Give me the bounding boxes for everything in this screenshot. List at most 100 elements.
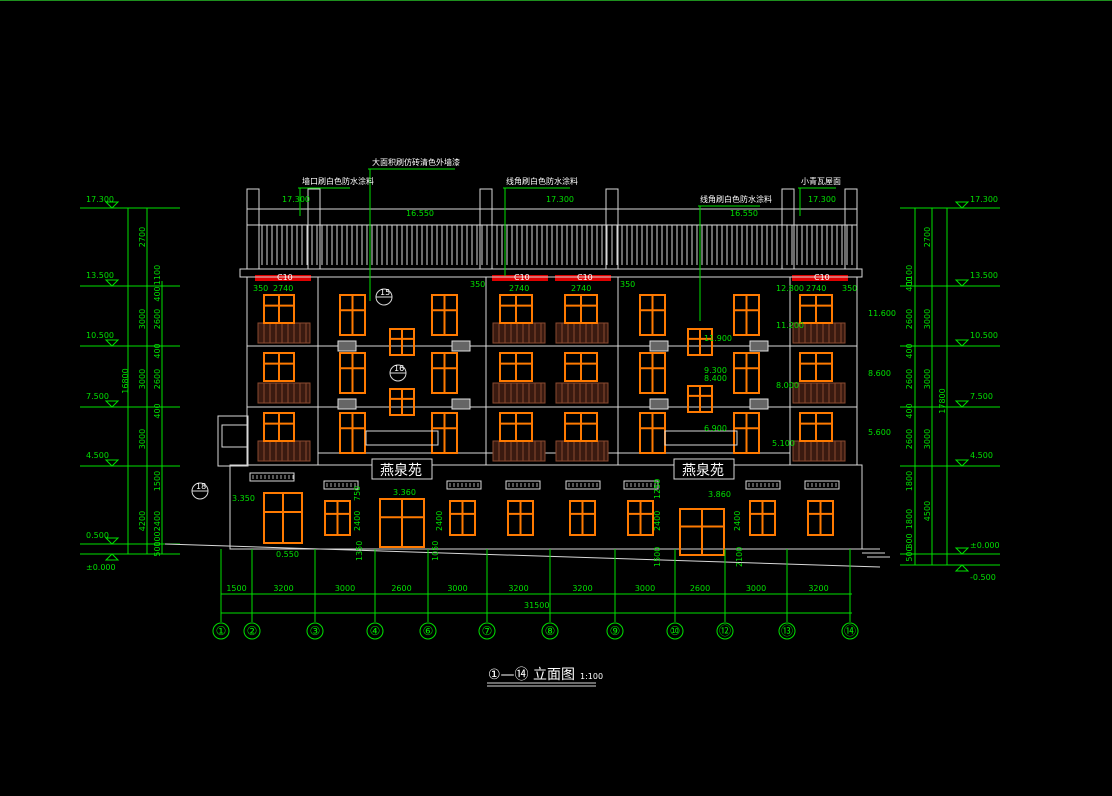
balconies [257, 322, 846, 462]
vertical-dim: 1100 [153, 265, 162, 285]
balcony-rail [257, 382, 311, 404]
section-mark-3: 18 [196, 482, 206, 491]
tag-c10-1: C10 [277, 273, 293, 282]
roof-level-1: 17.300 [282, 195, 310, 204]
axis-label: ⑨ [610, 624, 621, 638]
mid-level-9: 3.860 [708, 490, 731, 499]
door-dim-1: 2400 [353, 511, 362, 531]
red-bands [255, 275, 848, 281]
vertical-dim: 500 [153, 541, 162, 556]
awning [623, 480, 659, 490]
door [263, 492, 303, 544]
upper-wall [246, 276, 858, 466]
ground-window [449, 500, 476, 536]
axis-label: ⑥ [423, 624, 434, 638]
ac-unit [749, 398, 769, 410]
axis-bubble [778, 622, 796, 640]
bay-window [263, 412, 295, 442]
awning [323, 480, 359, 490]
bay-window [799, 352, 833, 382]
right-level-markers [954, 201, 970, 572]
vertical-dim: 2600 [905, 429, 914, 449]
right-elev-5: 4.500 [970, 451, 993, 460]
ac-unit [749, 340, 769, 352]
roof-level-2: 16.550 [406, 209, 434, 218]
door-dim-5: 750 [353, 486, 362, 501]
balcony-rail [257, 440, 311, 462]
right-elev-2: 13.500 [970, 271, 998, 280]
door-dim-2: 2400 [435, 511, 444, 531]
awning [505, 480, 541, 490]
awning [249, 472, 295, 482]
vertical-dim: 1800 [905, 471, 914, 491]
bay-window [499, 294, 533, 324]
left-elev-2: 13.500 [86, 271, 114, 280]
balcony-rail [492, 322, 546, 344]
tall-window [339, 412, 366, 454]
vertical-dim: 400 [905, 403, 914, 418]
bay-dim: 3200 [508, 584, 528, 593]
signboard-right-text: 燕泉苑 [682, 462, 724, 479]
parapet-lattice [247, 224, 857, 265]
axis-label: ⑬ [781, 624, 793, 638]
mid-level-4: 12.800 [776, 284, 804, 293]
balcony-rail [492, 440, 546, 462]
small-dim-4: 350 [842, 284, 857, 293]
mid-level-8: 6.900 [704, 424, 727, 433]
tag-c10-4: C10 [814, 273, 830, 282]
ac-unit [337, 398, 357, 410]
balcony-rail [792, 382, 846, 404]
axis-bubble [478, 622, 496, 640]
vertical-dim: 400 [153, 403, 162, 418]
roof-level-4: 16.550 [730, 209, 758, 218]
axis-bubble [666, 622, 684, 640]
stair-window [687, 385, 713, 413]
axis-bubble [716, 622, 734, 640]
axis-label: ② [247, 624, 258, 638]
section-marks: 15 16 18 [191, 288, 407, 500]
balcony-rail [492, 382, 546, 404]
axis-bubble [419, 622, 437, 640]
vertical-dim: 2600 [905, 309, 914, 329]
awnings [249, 472, 840, 490]
vertical-dim: 16800 [121, 368, 130, 393]
vertical-dim: 3000 [138, 309, 147, 329]
door-dim-10: 1250 [653, 479, 662, 499]
axis-label: ⑩ [670, 624, 681, 638]
vertical-dim: 2700 [138, 227, 147, 247]
axis-label: ③ [310, 624, 321, 638]
right-elev-3: 10.500 [970, 331, 998, 340]
door-dim-3: 2400 [653, 511, 662, 531]
axis-label: ⑫ [719, 624, 731, 638]
win-width-1: 2740 [273, 284, 293, 293]
tall-window [639, 412, 666, 454]
left-elev-6: 0.500 [86, 531, 109, 540]
tag-c10-2: C10 [514, 273, 530, 282]
total-width: 31500 [524, 601, 549, 610]
balcony-rail [555, 382, 609, 404]
right-stair [857, 548, 890, 558]
vertical-dim: 17800 [938, 388, 947, 413]
door-dim-4: 2400 [733, 511, 742, 531]
left-elev-4: 7.500 [86, 392, 109, 401]
tall-window [431, 294, 458, 336]
axis-bubble [243, 622, 261, 640]
mid-level-3: 5.600 [868, 428, 891, 437]
tall-window [733, 352, 760, 394]
ground-window [749, 500, 776, 536]
awning [804, 480, 840, 490]
door [679, 508, 725, 556]
balcony-rail [257, 322, 311, 344]
right-vertical-dims: 2700110040030002600400300026004003000260… [905, 227, 947, 562]
bay-window [499, 412, 533, 442]
bay-dim: 2600 [391, 584, 411, 593]
mid-level-1: 11.600 [868, 309, 896, 318]
bay-window [799, 412, 833, 442]
bay-dim: 3000 [746, 584, 766, 593]
door-dim-6: 1350 [355, 541, 364, 561]
bay-dim: 3000 [447, 584, 467, 593]
tag-c10-3: C10 [577, 273, 593, 282]
axis-bubble [212, 622, 230, 640]
ground-wall [229, 464, 863, 550]
tall-window [339, 294, 366, 336]
